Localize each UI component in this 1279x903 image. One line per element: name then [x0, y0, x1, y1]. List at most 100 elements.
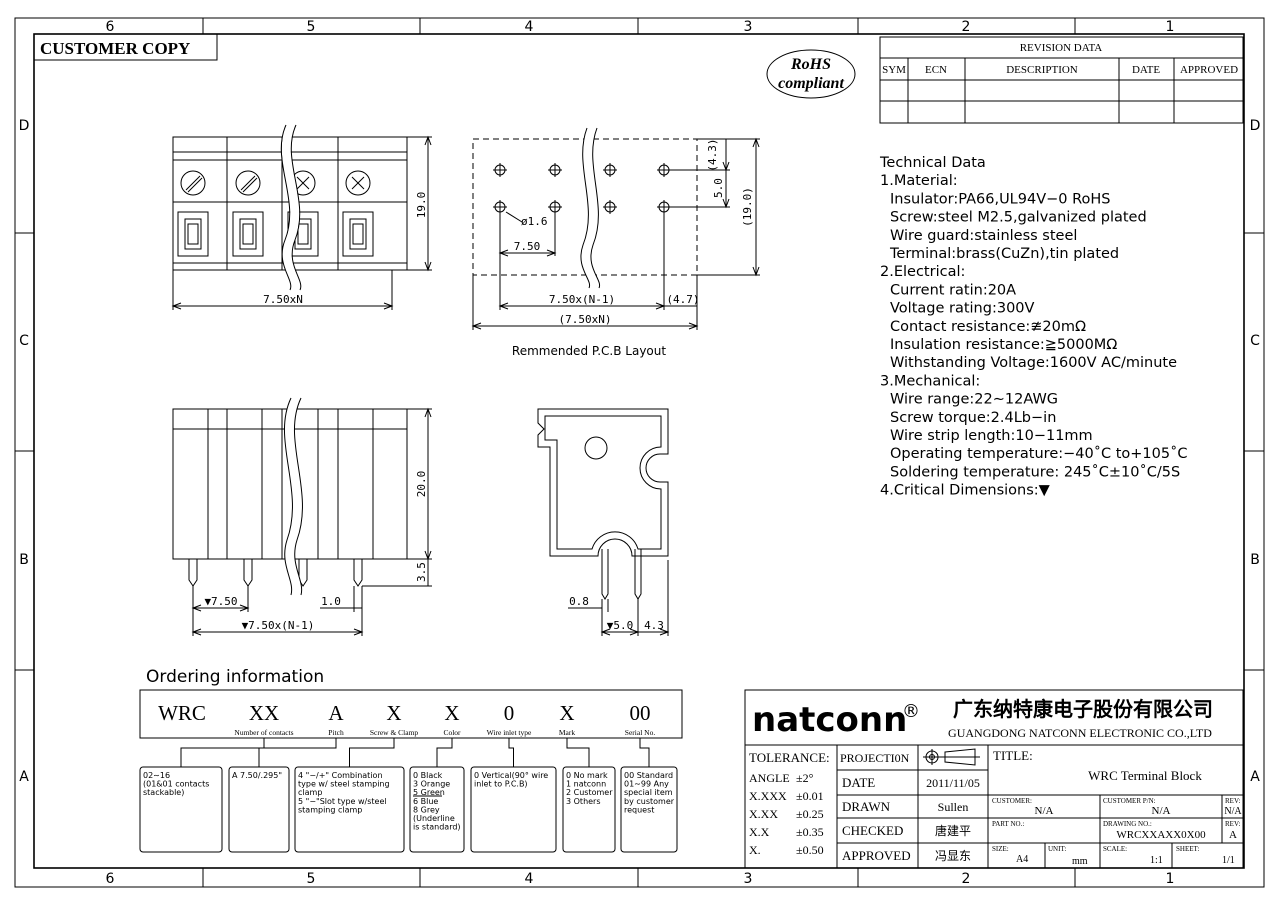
ordering-option-line: request	[624, 805, 654, 814]
ordering-option-line: 6 Blue	[413, 797, 438, 806]
side-dim-08: 0.8	[569, 595, 589, 608]
ordering-leader	[508, 738, 514, 767]
row-label-right-a: A	[1250, 769, 1260, 785]
technical-line: 4.Critical Dimensions:▼	[880, 483, 1051, 499]
size-value: A4	[1016, 854, 1028, 865]
side-dim-50: ▼5.0	[607, 619, 634, 632]
ordering-option-line: inlet to P.C.B)	[474, 780, 528, 789]
unit-value: mm	[1072, 856, 1088, 867]
technical-line: Screw:steel M2.5,galvanized plated	[890, 210, 1147, 226]
approved-label: APPROVED	[842, 848, 911, 863]
dim-height-19: 19.0	[415, 192, 428, 219]
side-dim-43: 4.3	[644, 619, 664, 632]
checked-label: CHECKED	[842, 823, 903, 838]
col-label-top-5: 5	[307, 19, 316, 35]
ordering-option-line: by customer	[624, 797, 675, 806]
dim-pin-10: 1.0	[321, 595, 341, 608]
company-logo: natconn	[752, 700, 907, 740]
customer-copy-label: CUSTOMER COPY	[40, 39, 190, 58]
rev-value-2: A	[1229, 829, 1237, 841]
ordering-option-line: special item	[624, 788, 673, 797]
ordering-code: X	[386, 701, 401, 725]
row-label-left-c: C	[19, 333, 29, 349]
technical-line: Insulator:PA66,UL94V−0 RoHS	[890, 191, 1111, 207]
size-label: SIZE:	[992, 845, 1009, 853]
rohs-badge: RoHS compliant	[766, 49, 856, 99]
pcb-layout-caption: Remmended P.C.B Layout	[512, 344, 666, 358]
ordering-code-box	[139, 689, 683, 739]
ordering-option-line: is standard)	[413, 823, 461, 832]
row-label-left-d: D	[19, 118, 30, 134]
ordering-code: WRC	[158, 701, 206, 725]
rohs-compliant-label: compliant	[778, 75, 844, 92]
ordering-caption: Color	[443, 728, 461, 737]
tolerance-value: ±0.25	[796, 807, 824, 821]
ordering-option-line: 00 Standard	[624, 771, 673, 780]
ordering-option-line: 5 "−"Slot type w/steel	[298, 797, 387, 806]
customer-label: CUSTOMER:	[992, 797, 1032, 805]
rohs-label: RoHS	[790, 56, 831, 73]
customer-pn-value: N/A	[1152, 805, 1171, 817]
pcb-dim-750xn1: 7.50x(N-1)	[549, 293, 615, 306]
ordering-leader	[566, 738, 590, 767]
technical-data: Technical Data1.Material:Insulator:PA66,…	[879, 155, 1187, 499]
ordering-code: A	[328, 701, 344, 725]
technical-line: Voltage rating:300V	[890, 301, 1035, 317]
technical-line: Wire guard:stainless steel	[890, 228, 1077, 244]
customer-copy-stamp: CUSTOMER COPY	[34, 34, 218, 61]
dim-750xn1: ▼7.50x(N-1)	[242, 619, 315, 632]
elevation-view-drawing	[172, 396, 432, 636]
ordering-option-line: stackable)	[143, 788, 184, 797]
ordering-option-line: clamp	[298, 788, 322, 797]
technical-line: 1.Material:	[880, 173, 958, 189]
frame-column-labels-top: 6 5 4 3 2 1	[106, 19, 1175, 35]
title-label: TITLE:	[993, 748, 1033, 763]
ordering-option-line: 3 Others	[566, 797, 601, 806]
frame-column-labels-bottom: 6 5 4 3 2 1	[106, 871, 1175, 887]
pcb-layout-drawing	[471, 126, 760, 330]
ordering-option-line: 01∼99 Any	[624, 780, 669, 789]
col-label-top-2: 2	[962, 19, 971, 35]
col-label-top-4: 4	[525, 19, 534, 35]
revision-col-ecn: ECN	[925, 64, 947, 76]
technical-line: 3.Mechanical:	[880, 373, 980, 389]
front-view-drawing	[171, 123, 432, 310]
tolerance-key: X.XX	[749, 807, 778, 821]
technical-line: Current ratin:20A	[890, 282, 1016, 298]
ordering-option-line: 0 No mark	[566, 771, 608, 780]
tolerances: ANGLE±2°X.XXX±0.01X.XX±0.25X.X±0.35X.±0.…	[749, 771, 824, 857]
customer-value: N/A	[1035, 805, 1054, 817]
pcb-dim-190: (19.0)	[741, 187, 754, 227]
scale-label: SCALE:	[1103, 845, 1127, 853]
company-name-en: GUANGDONG NATCONN ELECTRONIC CO.,LTD	[948, 726, 1212, 740]
frame-row-labels: D C B A D C B A	[19, 118, 1261, 785]
col-label-top-6: 6	[106, 19, 115, 35]
ordering-leader	[639, 738, 650, 767]
tolerance-key: X.X	[749, 825, 770, 839]
pcb-dim-47: (4.7)	[666, 293, 699, 306]
dim-height-20: 20.0	[415, 471, 428, 498]
projection-label: PROJECTI0N	[840, 751, 910, 765]
ordering-option-line: A 7.50/.295"	[232, 771, 282, 780]
side-view-drawing	[537, 408, 670, 636]
rev-label-1: REV:	[1225, 797, 1240, 805]
ordering-option-line: 0 Vertical(90° wire	[474, 771, 548, 780]
ordering-caption: Pitch	[328, 728, 344, 737]
date-value: 2011/11/05	[926, 776, 980, 790]
ordering-code: X	[559, 701, 574, 725]
ordering-option-line: (Underline	[413, 814, 455, 823]
revision-col-sym: SYM	[882, 64, 906, 76]
dim-width-750xn: 7.50xN	[263, 293, 303, 306]
ordering-option-line: 1 natconn	[566, 780, 606, 789]
col-label-top-3: 3	[744, 19, 753, 35]
part-no-label: PART NO.:	[992, 820, 1024, 828]
title-block	[744, 689, 1244, 869]
tolerance-label: TOLERANCE:	[749, 750, 830, 765]
technical-line: Terminal:brass(CuZn),tin plated	[889, 246, 1119, 262]
ordering-code: XX	[249, 701, 279, 725]
col-label-bottom-4: 4	[525, 871, 534, 887]
technical-line: Contact resistance:≇20mΩ	[890, 319, 1086, 335]
ordering-option-line: (01&01 contacts	[143, 780, 209, 789]
